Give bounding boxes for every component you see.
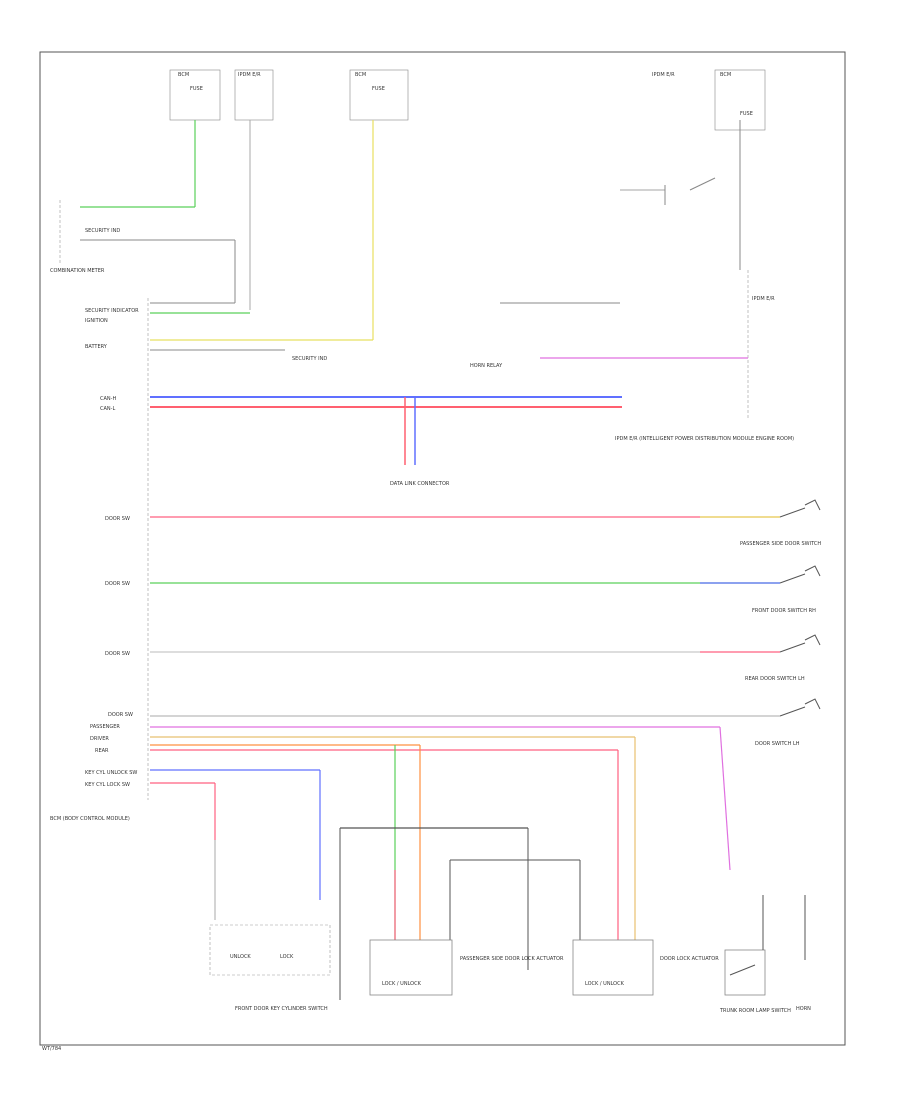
trunk-switch-label: TRUNK ROOM LAMP SWITCH — [719, 1008, 791, 1014]
fuse-block-3: BCM FUSE — [349, 69, 409, 121]
driver-actuator-lock-unlock: LOCK / UNLOCK — [585, 981, 625, 987]
security-ind-label-2: SECURITY IND — [292, 356, 327, 362]
pin-key-unlock: KEY CYL UNLOCK SW — [85, 770, 137, 776]
footer-code: WT/784 — [42, 1046, 61, 1052]
pin-door-sw-4: DOOR SW — [108, 712, 133, 718]
switch-door-lh: DOOR SWITCH LH — [755, 698, 821, 747]
passenger-actuator-lock-unlock: LOCK / UNLOCK — [382, 981, 422, 987]
ipdm-module: IPDM E/R IPDM E/R (INTELLIGENT POWER DIS… — [615, 270, 794, 442]
pin-door-sw-3: DOOR SW — [105, 651, 130, 657]
fuse-block-5-label: BCM — [720, 72, 731, 78]
switch-rear-door-lh: REAR DOOR SWITCH LH — [745, 634, 821, 682]
fuse-block-5-sub: FUSE — [740, 111, 753, 117]
fuse-block-1-label: BCM — [178, 72, 189, 78]
pin-security-ind: SECURITY INDICATOR — [85, 308, 139, 314]
data-link-label: DATA LINK CONNECTOR — [390, 481, 450, 487]
horn-component: HORN — [796, 895, 811, 1012]
fuse-block-4: IPDM E/R — [652, 72, 675, 78]
fuse-block-1-sub: FUSE — [190, 86, 203, 92]
ecu-label: BCM (BODY CONTROL MODULE) — [50, 816, 130, 822]
security-ind-label: SECURITY IND — [85, 228, 120, 234]
fuse-block-3-label: BCM — [355, 72, 366, 78]
switch-front-door-rh-label: FRONT DOOR SWITCH RH — [752, 608, 816, 614]
passenger-actuator-label: PASSENGER SIDE DOOR LOCK ACTUATOR — [460, 956, 564, 962]
ipdm-full-label: IPDM E/R (INTELLIGENT POWER DISTRIBUTION… — [615, 436, 794, 442]
horn-relay-label: HORN RELAY — [470, 363, 503, 369]
ipdm-label: IPDM E/R — [752, 296, 775, 302]
fuse-block-2-label: IPDM E/R — [238, 72, 261, 78]
pin-door-sw-2: DOOR SW — [105, 581, 130, 587]
pin-can-h: CAN-H — [100, 396, 116, 402]
combination-meter: SECURITY IND COMBINATION METER — [50, 200, 235, 274]
fuse-block-3-sub: FUSE — [372, 86, 385, 92]
unlock-label: UNLOCK — [230, 954, 251, 960]
diagram-frame — [39, 51, 846, 1046]
trunk-room-lamp-switch: TRUNK ROOM LAMP SWITCH — [719, 895, 791, 1014]
key-cylinder-label: FRONT DOOR KEY CYLINDER SWITCH — [235, 1006, 328, 1012]
horn-label: HORN — [796, 1006, 811, 1012]
switch-rear-door-lh-label: REAR DOOR SWITCH LH — [745, 676, 805, 682]
relay-switch — [620, 177, 716, 205]
can-bus: DATA LINK CONNECTOR — [150, 396, 622, 487]
switch-passenger-door-label: PASSENGER SIDE DOOR SWITCH — [740, 541, 821, 547]
pin-battery: BATTERY — [85, 344, 108, 350]
lock-label: LOCK — [280, 954, 294, 960]
switch-door-lh-label: DOOR SWITCH LH — [755, 741, 800, 747]
key-cylinder-switch: UNLOCK LOCK FRONT DOOR KEY CYLINDER SWIT… — [209, 924, 331, 1012]
fuse-block-1: BCM FUSE — [169, 69, 221, 121]
switch-front-door-rh: FRONT DOOR SWITCH RH — [752, 565, 821, 614]
fuse-block-4-label: IPDM E/R — [652, 72, 675, 78]
door-lock-actuator: LOCK / UNLOCK DOOR LOCK ACTUATOR — [572, 939, 719, 996]
pin-driver: DRIVER — [90, 736, 109, 742]
driver-actuator-label: DOOR LOCK ACTUATOR — [660, 956, 719, 962]
pin-can-l: CAN-L — [100, 406, 115, 412]
switch-passenger-door: PASSENGER SIDE DOOR SWITCH — [740, 499, 821, 547]
combination-meter-label: COMBINATION METER — [50, 268, 105, 274]
pin-rear: REAR — [95, 748, 109, 754]
pin-ignition: IGNITION — [85, 318, 108, 324]
pin-door-sw-1: DOOR SW — [105, 516, 130, 522]
pin-passenger: PASSENGER — [90, 724, 120, 730]
pin-key-lock: KEY CYL LOCK SW — [85, 782, 130, 788]
passenger-door-lock-actuator: LOCK / UNLOCK PASSENGER SIDE DOOR LOCK A… — [369, 939, 564, 996]
fuse-block-2: IPDM E/R — [234, 69, 274, 121]
